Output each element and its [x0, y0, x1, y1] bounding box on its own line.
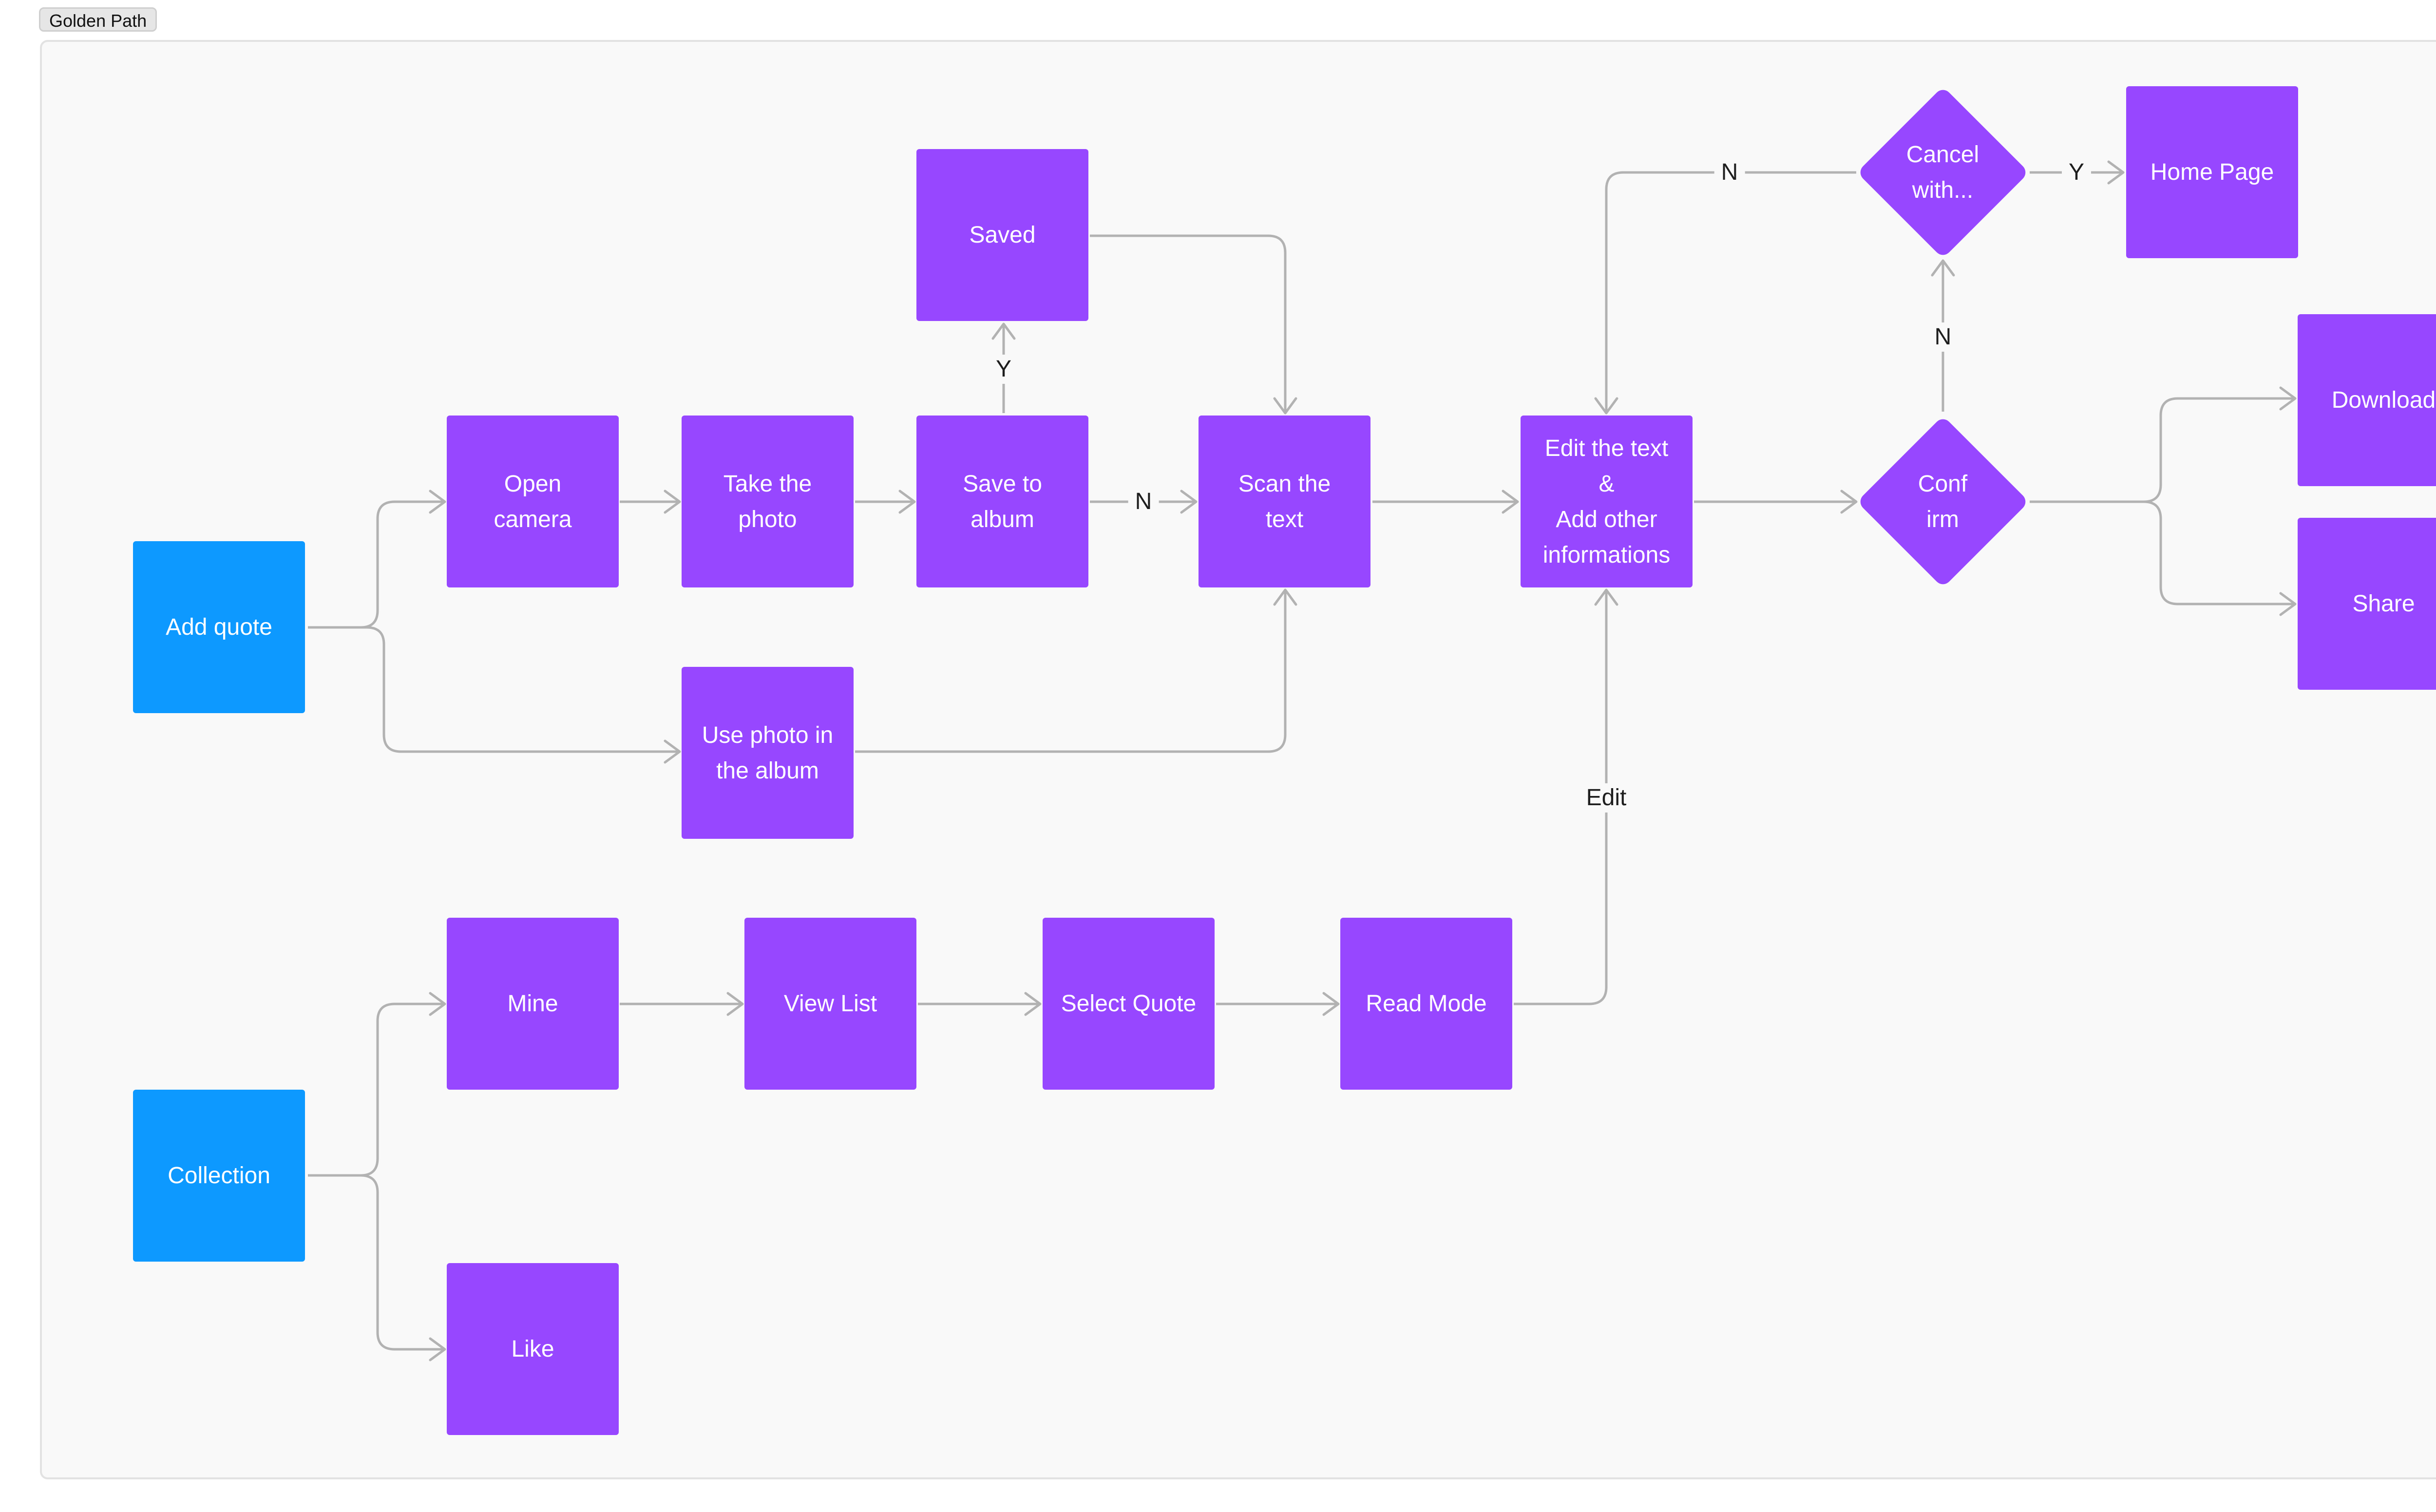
node-save-album-label: Save to album	[963, 471, 1042, 532]
node-home-page-label: Home Page	[2150, 159, 2274, 185]
node-edit-text-label: Edit the text & Add other informations	[1542, 435, 1671, 568]
connector-confirm-download	[2030, 386, 2297, 503]
node-home-page[interactable]: Home Page	[2126, 86, 2298, 258]
node-scan-text-label: Scan the text	[1238, 471, 1331, 532]
edge-label-cancel-no: N	[1714, 158, 1745, 187]
node-open-camera-label: Open camera	[494, 471, 572, 532]
frame-label[interactable]: Golden Path	[39, 7, 157, 32]
connector-saved-scantext	[1090, 234, 1297, 415]
edge-label-cancel-yes: Y	[2061, 158, 2092, 187]
connector-collection-like	[308, 1174, 446, 1361]
node-collection-label: Collection	[168, 1163, 270, 1189]
diagram-frame	[40, 40, 2436, 1479]
connector-addquote-opencamera	[308, 490, 446, 629]
connector-addquote-usephoto	[308, 626, 681, 764]
node-view-list-label: View List	[783, 991, 877, 1017]
connector-usephoto-scantext	[855, 588, 1297, 753]
node-read-mode-label: Read Mode	[1366, 991, 1487, 1017]
node-add-quote[interactable]: Add quote	[133, 541, 305, 713]
decision-confirm[interactable]: Conf irm	[1856, 415, 2029, 588]
node-mine[interactable]: Mine	[447, 918, 619, 1090]
edge-label-edit: Edit	[1579, 783, 1634, 813]
node-use-photo[interactable]: Use photo in the album	[682, 667, 854, 839]
node-download-label: Download	[2331, 387, 2436, 413]
decision-cancel[interactable]: Cancel with...	[1856, 86, 2029, 259]
node-take-photo-label: Take the photo	[723, 471, 812, 532]
edge-label-save-yes: Y	[989, 355, 1019, 384]
node-download[interactable]: Download	[2298, 314, 2436, 486]
connector-readmode-edittext	[1514, 588, 1618, 1005]
edge-label-confirm-no: N	[1927, 322, 1959, 352]
decision-confirm-label: Conf irm	[1918, 471, 1968, 532]
edge-label-save-no: N	[1128, 487, 1159, 516]
node-select-quote-label: Select Quote	[1061, 991, 1197, 1017]
node-mine-label: Mine	[507, 991, 558, 1017]
node-saved[interactable]: Saved	[916, 149, 1088, 321]
node-saved-label: Saved	[969, 222, 1036, 248]
node-read-mode[interactable]: Read Mode	[1340, 918, 1512, 1090]
node-use-photo-label: Use photo in the album	[702, 722, 834, 784]
node-like[interactable]: Like	[447, 1263, 619, 1435]
connector-collection-mine	[308, 992, 446, 1177]
node-view-list[interactable]: View List	[744, 918, 916, 1090]
node-like-label: Like	[511, 1336, 554, 1362]
node-collection[interactable]: Collection	[133, 1090, 305, 1262]
connector-confirm-share	[2030, 500, 2297, 616]
node-share-label: Share	[2352, 591, 2415, 617]
node-select-quote[interactable]: Select Quote	[1043, 918, 1215, 1090]
node-add-quote-label: Add quote	[166, 614, 272, 640]
node-edit-text[interactable]: Edit the text & Add other informations	[1521, 416, 1693, 587]
decision-cancel-label: Cancel with...	[1906, 141, 1979, 203]
node-scan-text[interactable]: Scan the text	[1199, 416, 1370, 587]
connector-cancel-edittext	[1594, 171, 1856, 415]
node-take-photo[interactable]: Take the photo	[682, 416, 854, 587]
node-open-camera[interactable]: Open camera	[447, 416, 619, 587]
node-save-album[interactable]: Save to album	[916, 416, 1088, 587]
node-share[interactable]: Share	[2298, 518, 2436, 690]
